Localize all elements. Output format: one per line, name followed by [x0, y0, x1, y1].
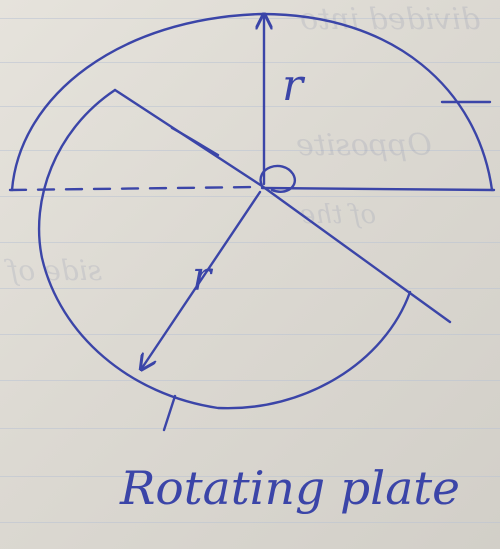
- radius-arrow-lower: [142, 190, 262, 368]
- ruled-line: [0, 18, 500, 19]
- rotating-plate-caption: Rotating plate: [119, 461, 460, 515]
- pivot-marker: [259, 164, 296, 193]
- caption-pointer-line: [162, 394, 177, 432]
- radius-label-lower: r: [192, 254, 214, 300]
- ruled-line: [0, 62, 500, 63]
- radius-label-top: r: [282, 60, 306, 111]
- ruled-line: [0, 196, 500, 197]
- ruled-line: [0, 106, 500, 107]
- ruled-line: [0, 476, 500, 477]
- ruled-line: [0, 428, 500, 429]
- dashed-diameter-line: [8, 185, 260, 192]
- ruled-line: [0, 334, 500, 335]
- ruled-line: [0, 150, 500, 151]
- ruled-line: [0, 242, 500, 243]
- plate-edge-lower: [260, 184, 452, 324]
- upper-disk-base-line: [260, 186, 496, 192]
- upper-disk-arc: [10, 12, 494, 192]
- plate-edge-hatch: [170, 126, 220, 157]
- ruled-line: [0, 380, 500, 381]
- ruled-line: [0, 288, 500, 289]
- rotating-plate-outline: [37, 88, 412, 410]
- ruled-line: [0, 522, 500, 523]
